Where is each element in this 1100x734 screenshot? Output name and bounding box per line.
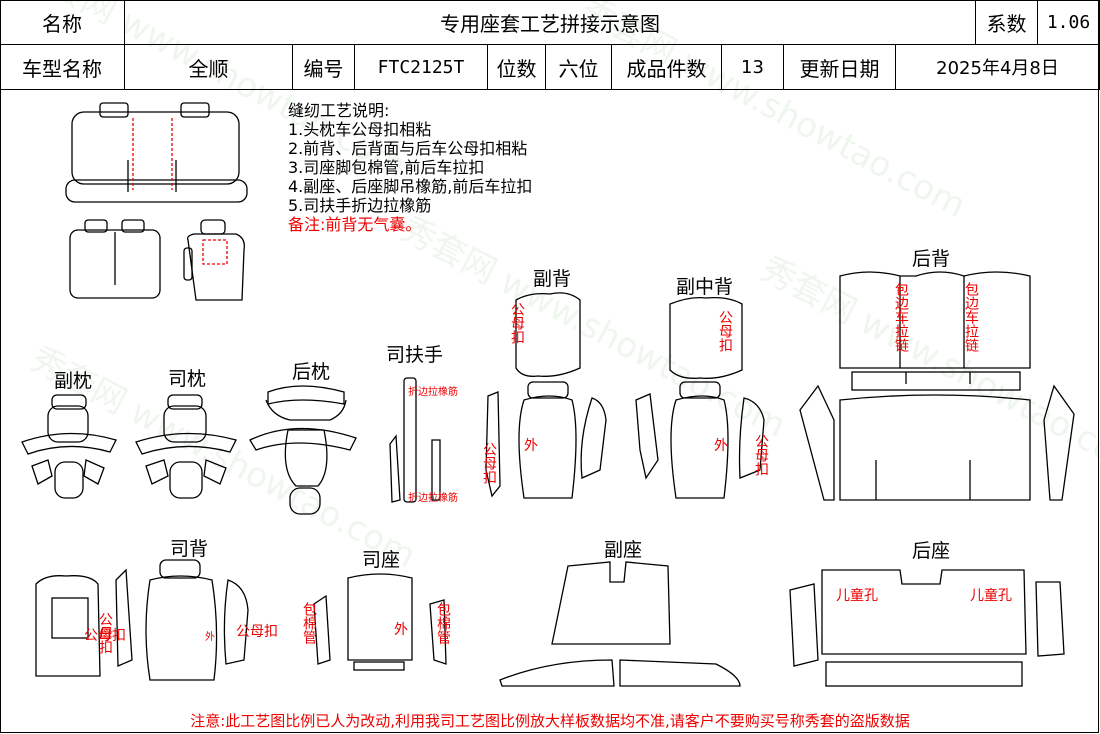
- si-zhen-pattern: [135, 394, 237, 499]
- fu-bei-pattern: [485, 292, 607, 499]
- coef-label: 系数: [976, 0, 1038, 45]
- si-zuo-pattern: [313, 573, 447, 671]
- notes-item: 1.头枕车公母扣相粘: [288, 120, 432, 139]
- sewing-notes: 缝纫工艺说明: 1.头枕车公母扣相粘 2.前背、后背面与后车公母扣相粘 3.司座…: [288, 101, 532, 234]
- label-gong-mu-kou: 公母扣: [509, 302, 525, 344]
- pieces-value: 13: [722, 45, 784, 90]
- seat-overview-rear: [65, 102, 248, 203]
- fu-zhen-pattern: [21, 394, 117, 499]
- part-title-hou-bei: 后背: [912, 248, 951, 270]
- part-title-fu-zhong-bei: 副中背: [676, 276, 734, 298]
- notes-title: 缝纫工艺说明:: [288, 101, 390, 120]
- code-value: FTC2125T: [355, 45, 488, 90]
- part-title-fu-zuo: 副座: [604, 539, 643, 561]
- label-wai: 外: [205, 632, 215, 643]
- label-wai: 外: [714, 438, 728, 454]
- page-title: 专用座套工艺拼接示意图: [125, 0, 976, 45]
- notes-item: 2.前背、后背面与后车公母扣相粘: [288, 139, 528, 158]
- seat-overview-front: [69, 219, 245, 301]
- part-title-si-zuo: 司座: [362, 549, 401, 571]
- label-gong-mu-kou: 公母扣: [236, 624, 278, 640]
- fu-zuo-pattern: [499, 561, 741, 687]
- date-label: 更新日期: [784, 45, 896, 90]
- notes-item: 3.司座脚包棉管,前后车拉扣: [288, 158, 485, 177]
- label-wai: 外: [394, 622, 408, 638]
- notes-item: 4.副座、后座脚吊橡筋,前后车拉扣: [288, 177, 533, 196]
- header-table: 名称 专用座套工艺拼接示意图 系数 1.06 车型名称 全顺 编号 FTC212…: [0, 0, 1100, 90]
- label-bao-mian-guan: 包棉管: [435, 602, 451, 644]
- label-gong-mu-kou: 公母扣: [97, 612, 113, 654]
- label-gong-mu-kou: 公母扣: [753, 434, 769, 476]
- label-zhe-bian: 折边拉橡筋: [408, 387, 458, 398]
- label-wai: 外: [524, 438, 538, 454]
- part-title-fu-bei: 副背: [533, 268, 572, 290]
- label-gong-mu-kou: 公母扣: [481, 442, 497, 484]
- part-title-hou-zhen: 后枕: [292, 361, 331, 383]
- label-er-tong-kong: 儿童孔: [970, 588, 1012, 604]
- seats-value: 六位: [546, 45, 612, 90]
- label-er-tong-kong: 儿童孔: [836, 588, 878, 604]
- part-title-si-fushou: 司扶手: [386, 344, 444, 366]
- model-value: 全顺: [125, 45, 293, 90]
- pieces-label: 成品件数: [612, 45, 722, 90]
- label-zhe-bian: 折边拉橡筋: [408, 493, 458, 504]
- label-bao-mian-guan: 包棉管: [301, 602, 317, 644]
- hou-zhen-pattern: [249, 385, 357, 515]
- code-label: 编号: [293, 45, 355, 90]
- label-gong-mu-kou: 公母扣: [84, 628, 126, 644]
- hou-bei-pattern: [799, 271, 1075, 501]
- model-label: 车型名称: [0, 45, 125, 90]
- part-title-fu-zhen: 副枕: [54, 370, 93, 392]
- seats-label: 位数: [488, 45, 546, 90]
- part-title-si-bei: 司背: [170, 538, 209, 560]
- si-bei-pattern: [35, 559, 249, 681]
- part-title-si-zhen: 司枕: [168, 368, 207, 390]
- label-gong-mu-kou: 公母扣: [717, 310, 733, 352]
- fu-zhong-bei-pattern: [635, 296, 765, 499]
- label-bao-bian: 包边车拉链: [963, 282, 979, 352]
- notes-remark: 备注:前背无气囊。: [288, 215, 422, 234]
- name-label: 名称: [0, 0, 125, 45]
- si-fushou-pattern: [389, 377, 441, 503]
- notes-item: 5.司扶手折边拉橡筋: [288, 196, 432, 215]
- footer-warning: 注意:此工艺图比例已人为改动,利用我司工艺图比例放大样板数据均不准,请客户不要购…: [190, 712, 910, 730]
- part-title-hou-zuo: 后座: [912, 540, 951, 562]
- hou-zuo-pattern: [789, 569, 1065, 687]
- label-bao-bian: 包边车拉链: [893, 282, 909, 352]
